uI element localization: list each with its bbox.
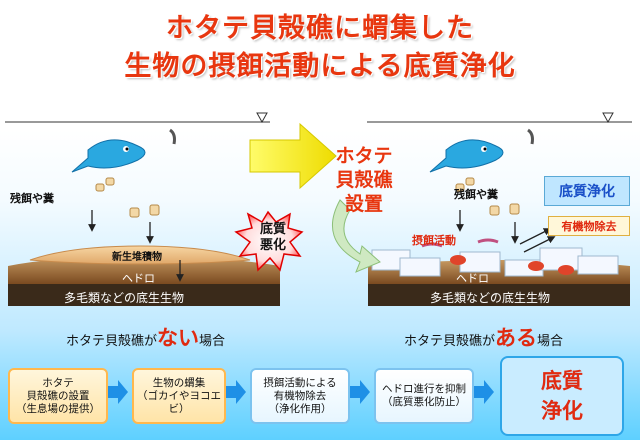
setup-curved-arrow: [332, 199, 381, 273]
hedoro-label-left: ヘドロ: [122, 272, 155, 285]
setup-line-3: 設置: [344, 193, 383, 215]
flow-step-4-line-1: ヘドロ進行を抑制: [382, 383, 466, 395]
flow-step-1: ホタテ 貝殻礁の設置 （生息場の提供）: [8, 368, 108, 424]
transition-arrow: [249, 122, 337, 190]
flow-step-3-line-2: 有機物除去: [273, 389, 327, 402]
shrimp-left: [169, 128, 176, 145]
title-line-1: ホタテ貝殻礁に蝟集した: [166, 13, 474, 44]
flow-step-3-line-1: 摂餌活動による: [263, 376, 337, 389]
organic-removal-badge: 有機物除去: [548, 216, 630, 236]
sinking-arrows-left: [88, 210, 184, 282]
shrimp-right: [527, 128, 534, 145]
setup-line-2: 貝殻礁: [335, 169, 393, 191]
scallop-shell-reef: [371, 247, 619, 277]
left-new-sediment: [29, 245, 251, 265]
burst-line-2: 悪化: [259, 238, 286, 253]
fish-right: [429, 139, 504, 173]
case-without-suffix: 場合: [199, 334, 226, 349]
feed-particles-right: [455, 177, 520, 216]
feed-label-left: 残餌や糞: [10, 192, 54, 205]
left-bottom-layer: [8, 284, 280, 306]
flow-step-3-line-3: （浄化作用）: [268, 402, 332, 415]
case-without-prefix: ホタテ貝殻礁が: [66, 334, 158, 349]
water-level-marker-right: [602, 112, 614, 124]
case-with-em: ある: [495, 326, 538, 350]
flow-step-3: 摂餌活動による 有機物除去 （浄化作用）: [250, 368, 350, 424]
flow-step-4: ヘドロ進行を抑制 （底質悪化防止）: [374, 368, 474, 424]
burst-line-1: 底質: [259, 222, 286, 237]
case-without-reef: ホタテ貝殻礁がない場合: [66, 322, 225, 352]
deterioration-label: 底質 悪化: [254, 222, 292, 254]
flow-final-purification: 底質 浄化: [500, 356, 624, 436]
water-level-marker-left: [256, 112, 268, 124]
flow-step-2: 生物の蝟集 （ゴカイやヨコエビ）: [132, 368, 226, 424]
flow-final-line-1: 底質: [541, 369, 583, 393]
title-line-2: 生物の摂餌活動による底質浄化: [124, 51, 516, 82]
case-without-em: ない: [157, 326, 200, 350]
deterioration-burst: [234, 210, 304, 272]
setup-label: ホタテ 貝殻礁 設置: [334, 144, 394, 216]
case-with-suffix: 場合: [537, 334, 564, 349]
flow-step-4-line-2: （底質悪化防止）: [382, 396, 466, 408]
setup-line-1: ホタテ: [335, 145, 393, 167]
hedoro-label-right: ヘドロ: [456, 272, 489, 285]
feed-label-right: 残餌や糞: [454, 188, 498, 201]
flow-step-1-line-3: （生息場の提供）: [16, 402, 100, 415]
fish-left: [71, 139, 146, 173]
flow-step-2-line-1: 生物の蝟集: [152, 376, 206, 389]
bottom-layer-label-left: 多毛類などの底生生物: [64, 291, 185, 305]
flow-step-2-line-2: （ゴカイやヨコエビ）: [137, 389, 221, 415]
flow-arrows: [108, 380, 494, 404]
organic-removal-arrows: [519, 228, 556, 253]
right-bottom-layer: [368, 284, 630, 306]
case-with-reef: ホタテ貝殻礁がある場合: [404, 322, 563, 352]
new-sediment-label: 新生堆積物: [112, 252, 162, 263]
bottom-layer-label-right: 多毛類などの底生生物: [430, 291, 551, 305]
feed-particles-left: [95, 177, 160, 218]
sinking-arrows-right: [456, 210, 519, 244]
feeding-shrimps: [421, 238, 499, 248]
flow-step-1-line-1: ホタテ: [42, 376, 74, 389]
feeding-label: 摂餌活動: [412, 234, 456, 247]
crabs: [450, 255, 574, 275]
flow-step-1-line-2: 貝殻礁の設置: [26, 389, 90, 402]
case-with-prefix: ホタテ貝殻礁が: [404, 334, 496, 349]
purify-badge: 底質浄化: [544, 176, 630, 206]
flow-final-line-2: 浄化: [541, 399, 583, 423]
